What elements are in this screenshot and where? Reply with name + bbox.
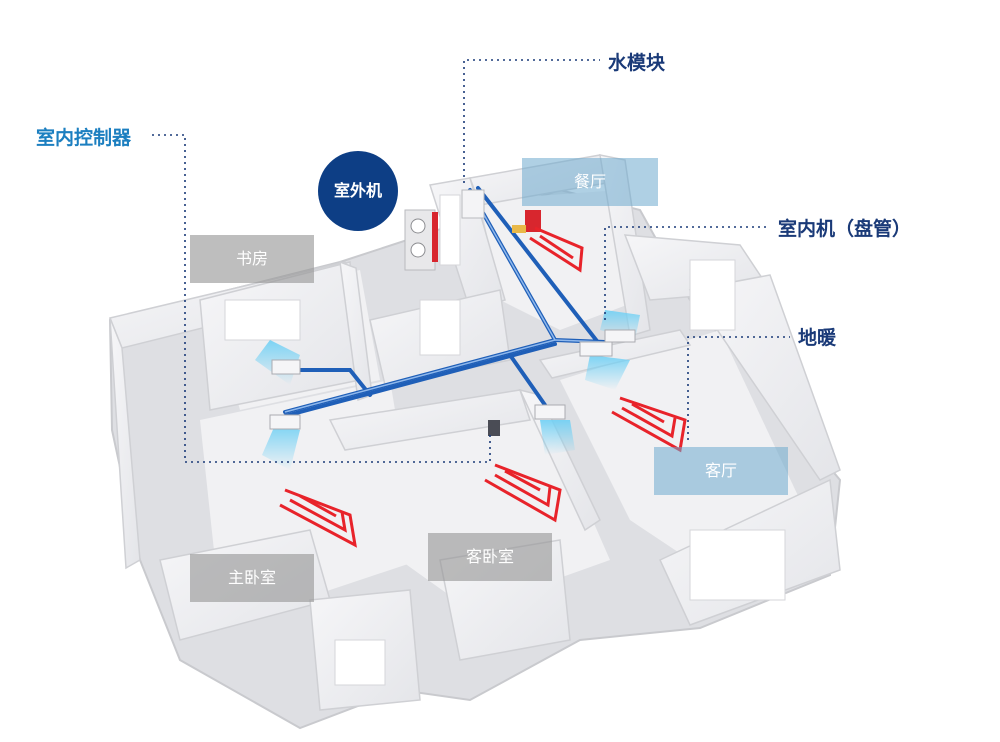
openings [224, 194, 786, 686]
room-label-guest-bedroom: 客卧室 [428, 533, 552, 581]
room-label-dining: 餐厅 [522, 158, 658, 206]
room-label-master-bedroom: 主卧室 [190, 554, 314, 602]
indoor-units [255, 310, 640, 470]
outdoor-unit-badge: 室外机 [318, 151, 398, 231]
floor-heating-callout: 地暖 [798, 327, 837, 349]
water-module-callout: 水模块 [608, 52, 666, 74]
floor-heating-coils [279, 226, 687, 548]
room-label-study: 书房 [190, 235, 314, 283]
room-label-living: 客厅 [654, 447, 788, 495]
indoor-unit-coil-callout: 室内机（盘管） [778, 218, 912, 240]
water-module-unit [461, 189, 541, 233]
callout-leader-lines [152, 59, 790, 463]
indoor-controller-callout: 室内控制器 [36, 127, 132, 149]
outdoor-unit [404, 209, 438, 271]
